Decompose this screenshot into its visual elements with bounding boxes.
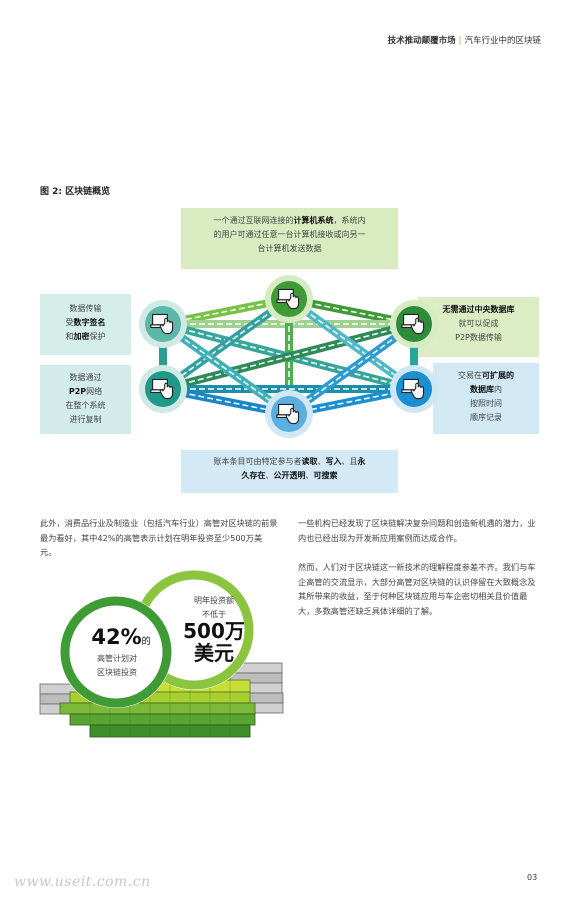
body-paragraph-3: 然而，人们对于区块链这一新技术的理解程度参差不齐。我们与车企高管的交流显示，大部… (298, 562, 536, 616)
figure-title: 图 2: 区块链概览 (40, 187, 111, 197)
callout-ledger-entries: 账本条目可由特定参与者读取、写入、且永 久存在、公开透明、可搜索 (181, 450, 398, 493)
running-header: 技术推动颠覆市场|汽车行业中的区块链 (388, 34, 541, 46)
node-right1 (390, 300, 438, 348)
body-paragraph-1: 此外，消费品行业及制造业（包括汽车行业）高管对区块链的前景最为看好，其中42%的… (40, 518, 278, 557)
stat-500wan-description: 明年投资额 不低于 (194, 596, 234, 619)
investment-infographic (39, 570, 284, 738)
header-subtitle: 汽车行业中的区块链 (464, 36, 541, 46)
stat-42-percent: 42%的 (91, 625, 151, 649)
callout-p2p-replication: 数据通过 P2P网络 在整个系统 进行复制 (40, 365, 131, 434)
link-left2-right1-dash (162, 323, 415, 390)
link-top-left2-dash (162, 298, 290, 390)
node-left1 (139, 300, 187, 348)
body-paragraph-2: 一些机构已经发现了区块链解决复杂问题和创造新机遇的潜力，业内也已经出现为开发新应… (298, 518, 536, 543)
ring-42pct (60, 596, 172, 708)
page-number: 03 (527, 873, 538, 882)
callout-computer-system: 一个通过互联网连接的计算机系统，系统内 的用户可通过任意一台计算机接收或向另一 … (181, 208, 398, 269)
stat-500wan-amount: 500万 美元 (183, 619, 245, 665)
node-left2 (139, 365, 187, 413)
header-title: 技术推动颠覆市场 (387, 36, 456, 46)
link-left1-bottom-dash (162, 323, 290, 415)
link-right1-bottom-dash (288, 323, 415, 415)
callout-digital-signature: 数据传输 受数字签名 和加密保护 (40, 294, 131, 355)
node-top (265, 275, 313, 323)
watermark: www.useit.com.cn (14, 874, 151, 890)
callout-no-central-database: 无需通过中央数据库 就可以促成 P2P数据传输 (418, 297, 539, 357)
callout-scalable-database: 交易在可扩展的 数据库内 按照时间 顺序记录 (433, 363, 539, 434)
node-right2 (390, 365, 438, 413)
ring-left-bg (60, 596, 172, 708)
stat-42-description: 高管计划对 区块链投资 (97, 654, 137, 677)
node-bottom (265, 390, 313, 438)
network-links (159, 295, 418, 418)
link-top-right2-dash (288, 298, 415, 390)
header-separator: | (458, 36, 462, 46)
blockchain-network-diagram (139, 275, 438, 438)
network-nodes (139, 275, 438, 438)
